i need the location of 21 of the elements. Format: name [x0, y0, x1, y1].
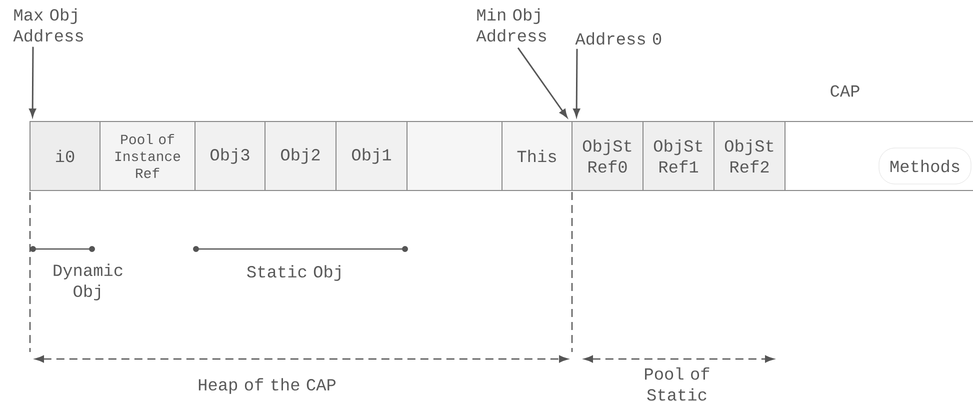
address-label: Min Obj Address [476, 8, 546, 42]
memory-cell: ObjSt Ref0 [572, 121, 644, 191]
memory-cell: ObjSt Ref1 [642, 121, 714, 191]
method-pill: Methods [878, 148, 972, 184]
dimension-label: Pool of Static [645, 367, 710, 401]
address-label: Address 0 [575, 32, 662, 45]
dimension-label: Heap of the CAP [198, 378, 336, 394]
address-label: Max Obj Address [13, 8, 83, 42]
memory-cell: Obj1 [336, 121, 408, 191]
memory-cell: ObjSt Ref2 [714, 121, 786, 191]
memory-cell: Pool of Instance Ref [100, 121, 196, 191]
arrow [573, 48, 580, 118]
memory-cell: Obj3 [194, 121, 266, 191]
dimension-label: Static Obj [247, 265, 340, 281]
memory-cell: i0 [30, 121, 100, 191]
memory-cell: This [502, 121, 572, 191]
dimension-label: Dynamic Obj [54, 264, 122, 300]
memory-cell: Obj2 [264, 121, 336, 191]
arrow [29, 46, 36, 118]
arrow [517, 47, 568, 118]
band-heading: CAP [830, 85, 860, 97]
